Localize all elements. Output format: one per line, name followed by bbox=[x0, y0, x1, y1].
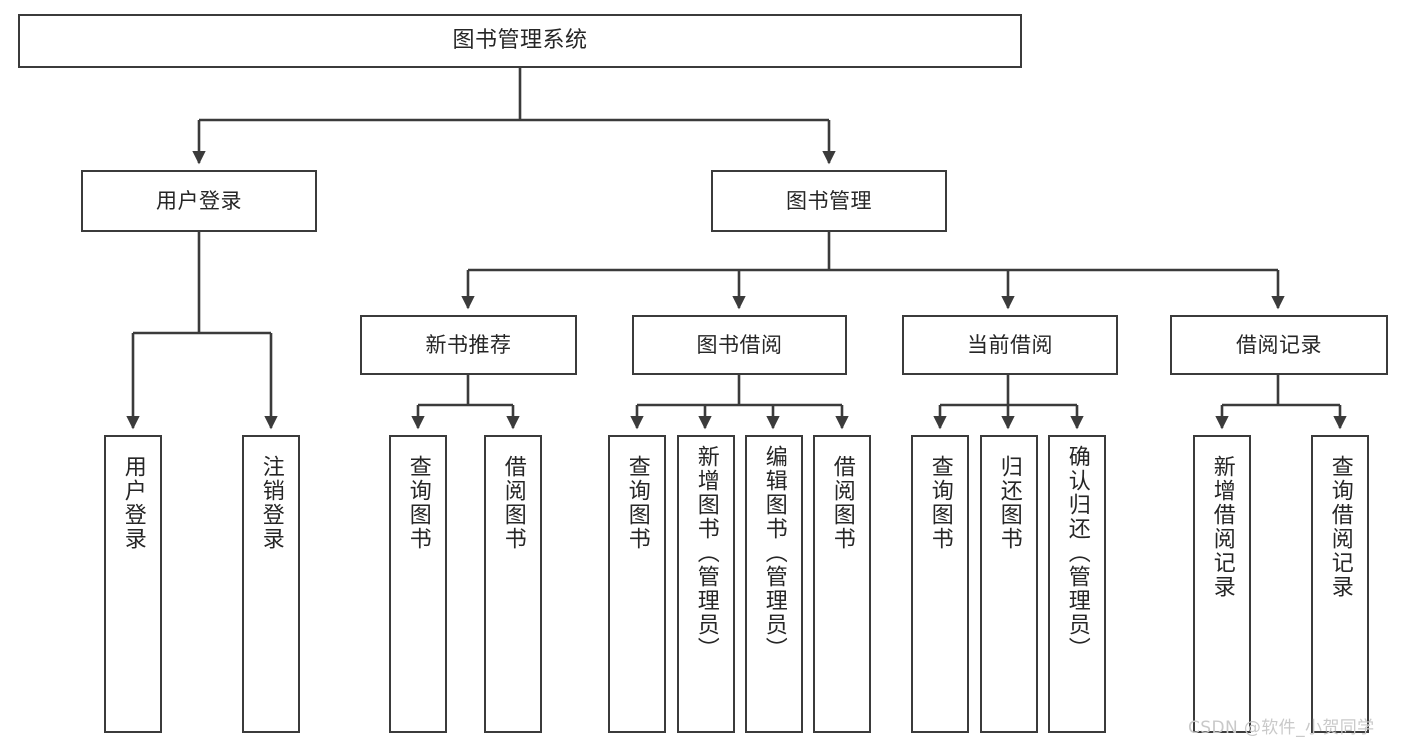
node-new-book-recommend[interactable]: 新书推荐 bbox=[360, 315, 577, 375]
node-label: 图书借阅 bbox=[696, 332, 783, 357]
node-label: 借阅记录 bbox=[1236, 332, 1322, 357]
node-label: 用户登录 bbox=[120, 455, 146, 551]
node-label: 图书管理系统 bbox=[452, 28, 588, 54]
node-label: 查询图书 bbox=[927, 455, 953, 551]
node-borrow-record[interactable]: 借阅记录 bbox=[1170, 315, 1388, 375]
node-user-login[interactable]: 用户登录 bbox=[81, 170, 317, 232]
node-leaf-confirm-return[interactable]: 确认归还（管理员） bbox=[1048, 435, 1106, 733]
node-label: 新增图书（管理员） bbox=[693, 445, 719, 661]
node-label: 注销登录 bbox=[258, 455, 284, 551]
node-label: 当前借阅 bbox=[967, 332, 1053, 357]
node-leaf-add-book[interactable]: 新增图书（管理员） bbox=[677, 435, 735, 733]
node-label: 新增借阅记录 bbox=[1209, 455, 1235, 599]
node-leaf-query-book-3[interactable]: 查询图书 bbox=[911, 435, 969, 733]
node-label: 编辑图书（管理员） bbox=[761, 445, 787, 661]
node-leaf-return-book[interactable]: 归还图书 bbox=[980, 435, 1038, 733]
node-label: 查询借阅记录 bbox=[1327, 455, 1353, 599]
node-book-management[interactable]: 图书管理 bbox=[711, 170, 947, 232]
node-leaf-edit-book[interactable]: 编辑图书（管理员） bbox=[745, 435, 803, 733]
node-label: 归还图书 bbox=[996, 455, 1022, 551]
node-label: 新书推荐 bbox=[425, 332, 512, 357]
node-label: 确认归还（管理员） bbox=[1064, 445, 1090, 661]
node-label: 查询图书 bbox=[624, 455, 650, 551]
node-leaf-add-borrow-record[interactable]: 新增借阅记录 bbox=[1193, 435, 1251, 733]
node-label: 借阅图书 bbox=[500, 455, 526, 551]
node-leaf-logout-login[interactable]: 注销登录 bbox=[242, 435, 300, 733]
node-leaf-query-book-2[interactable]: 查询图书 bbox=[608, 435, 666, 733]
node-leaf-query-borrow-record[interactable]: 查询借阅记录 bbox=[1311, 435, 1369, 733]
node-leaf-query-book-1[interactable]: 查询图书 bbox=[389, 435, 447, 733]
node-leaf-borrow-book-1[interactable]: 借阅图书 bbox=[484, 435, 542, 733]
node-book-borrow[interactable]: 图书借阅 bbox=[632, 315, 847, 375]
node-label: 借阅图书 bbox=[829, 455, 855, 551]
node-label: 用户登录 bbox=[156, 188, 242, 213]
node-leaf-borrow-book-2[interactable]: 借阅图书 bbox=[813, 435, 871, 733]
node-label: 查询图书 bbox=[405, 455, 431, 551]
node-label: 图书管理 bbox=[786, 188, 872, 213]
node-root-book-management-system[interactable]: 图书管理系统 bbox=[18, 14, 1022, 68]
csdn-watermark: CSDN @软件_小贺同学 bbox=[1188, 718, 1375, 738]
node-current-borrow[interactable]: 当前借阅 bbox=[902, 315, 1118, 375]
node-leaf-user-login[interactable]: 用户登录 bbox=[104, 435, 162, 733]
